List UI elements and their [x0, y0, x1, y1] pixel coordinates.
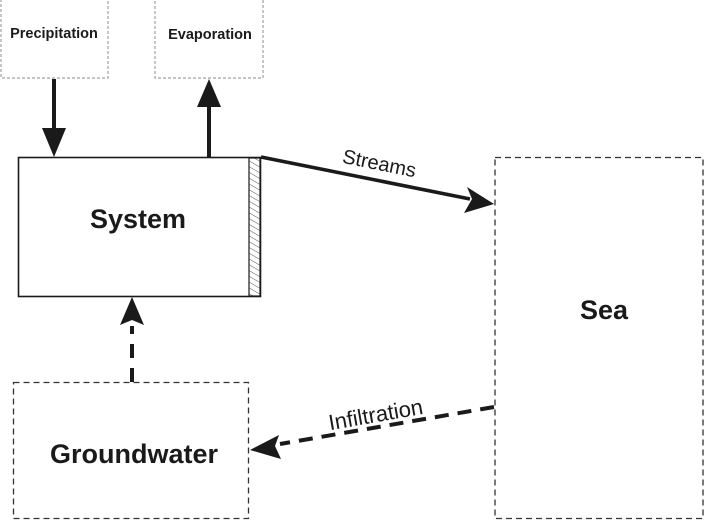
precipitation-box	[0, 0, 109, 79]
precipitation-arrow	[42, 79, 66, 157]
evaporation-box	[154, 0, 264, 79]
infiltration-arrowhead-icon	[250, 435, 281, 459]
groundwater-arrowhead-icon	[120, 297, 144, 325]
system-node: System	[17, 156, 262, 298]
precipitation-label: Precipitation	[10, 26, 98, 42]
sea-label: Sea	[580, 295, 629, 325]
streams-arrowhead-icon	[464, 187, 494, 213]
system-box	[17, 156, 262, 298]
evaporation-arrowhead-icon	[197, 79, 221, 107]
infiltration-arrow: Infiltration	[250, 394, 495, 459]
evaporation-arrow	[197, 79, 221, 157]
sea-node: Sea	[494, 156, 704, 520]
streams-arrow-shaft	[260, 155, 471, 201]
precipitation-node: Precipitation	[0, 0, 109, 79]
groundwater-label: Groundwater	[50, 439, 219, 469]
evaporation-node: Evaporation	[154, 0, 264, 79]
system-outlet-hatch	[248, 157, 261, 297]
sea-box	[494, 156, 704, 520]
groundwater-box	[12, 381, 250, 520]
evaporation-label: Evaporation	[168, 27, 252, 43]
streams-arrow: Streams	[260, 146, 494, 213]
groundwater-to-system-arrow	[120, 297, 144, 382]
infiltration-arrow-shaft	[279, 405, 495, 446]
system-label: System	[90, 204, 186, 234]
precipitation-arrowhead-icon	[42, 128, 66, 157]
groundwater-node: Groundwater	[12, 381, 250, 520]
